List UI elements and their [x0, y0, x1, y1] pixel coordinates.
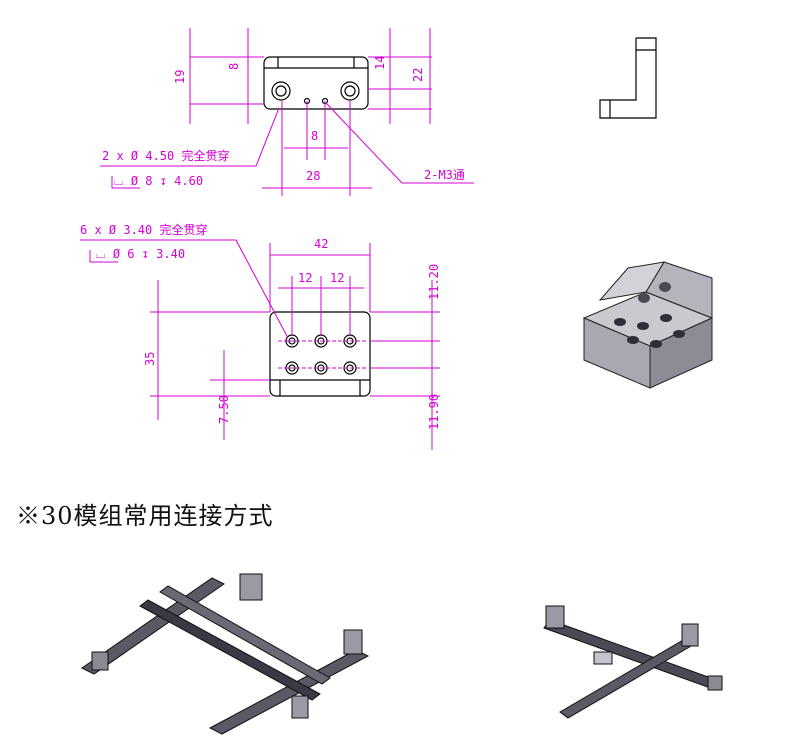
dim-7-50: 7.50 [217, 395, 231, 424]
hole-note-counterbore: ⌴ Ø 8 ↧ 4.60 [114, 174, 203, 188]
dim-19: 19 [173, 70, 187, 84]
dim-8-holes: 8 [311, 129, 318, 143]
dim-42: 42 [314, 237, 328, 251]
dim-28: 28 [306, 169, 320, 183]
plan-hole-note-through: 6 x Ø 3.40 完全贯穿 [80, 222, 207, 237]
dim-11-20: 11.20 [427, 264, 441, 300]
dim-12-right: 12 [330, 271, 344, 285]
dim-14: 14 [373, 56, 387, 70]
plan-hole-note-counterbore: ⌴ Ø 6 ↧ 3.40 [96, 247, 185, 261]
plan-view-drawing: 42 12 12 35 7.50 11.20 11.90 6 x Ø 3.40 … [80, 222, 441, 450]
dim-22: 22 [411, 68, 425, 82]
hole-note-through: 2 x Ø 4.50 完全贯穿 [102, 148, 229, 163]
dim-35: 35 [143, 352, 157, 366]
top-view-drawing: 19 8 14 22 8 28 2 x Ø 4.50 完全贯穿 ⌴ Ø 8 ↧ … [100, 28, 474, 196]
cross-assembly-right [543, 605, 723, 719]
dim-8-left: 8 [227, 63, 241, 70]
gantry-assembly-left [81, 573, 370, 735]
tap-note-m3: 2-M3通 [424, 168, 465, 182]
bracket-3d-render [582, 261, 714, 389]
side-profile-drawing [599, 37, 657, 119]
dim-12-left: 12 [298, 271, 312, 285]
section-title: ※30模组常用连接方式 [16, 502, 274, 530]
dim-11-90: 11.90 [427, 394, 441, 430]
